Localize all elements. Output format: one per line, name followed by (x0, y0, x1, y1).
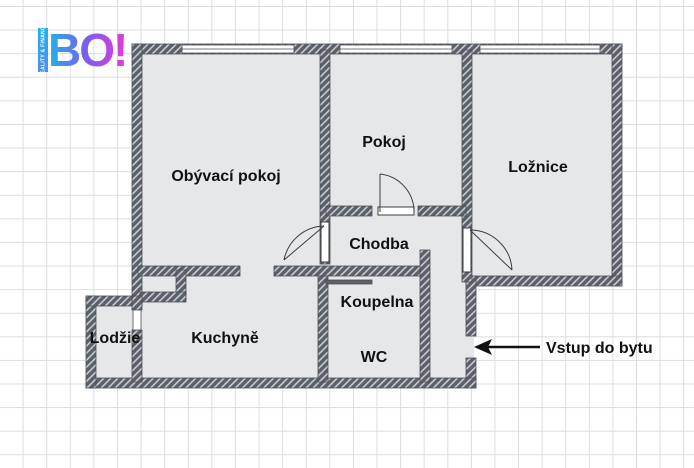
entrance-label: Vstup do bytu (546, 340, 653, 357)
room-label-pokoj: Pokoj (362, 134, 406, 151)
room-label-chodba: Chodba (349, 236, 409, 253)
room-label-obyvaci-pokoj: Obývací pokoj (171, 168, 280, 185)
room-labels: Obývací pokoj Pokoj Ložnice Chodba Koupe… (90, 134, 568, 366)
room-label-wc: WC (361, 349, 388, 366)
arrow-left-icon (474, 339, 540, 355)
room-label-koupelna: Koupelna (341, 294, 414, 311)
room-label-lodzie: Lodžie (90, 330, 141, 347)
doors (283, 173, 513, 273)
logo-text: BO! (48, 24, 128, 76)
interior-walls (131, 49, 473, 383)
logo-tagline: REALITY & FINANCE (38, 22, 48, 78)
windows (132, 44, 601, 331)
room-label-loznice: Ložnice (508, 159, 568, 176)
logo-tagline-text: REALITY & FINANCE (40, 22, 47, 78)
room-label-kuchyne: Kuchyně (191, 330, 259, 347)
